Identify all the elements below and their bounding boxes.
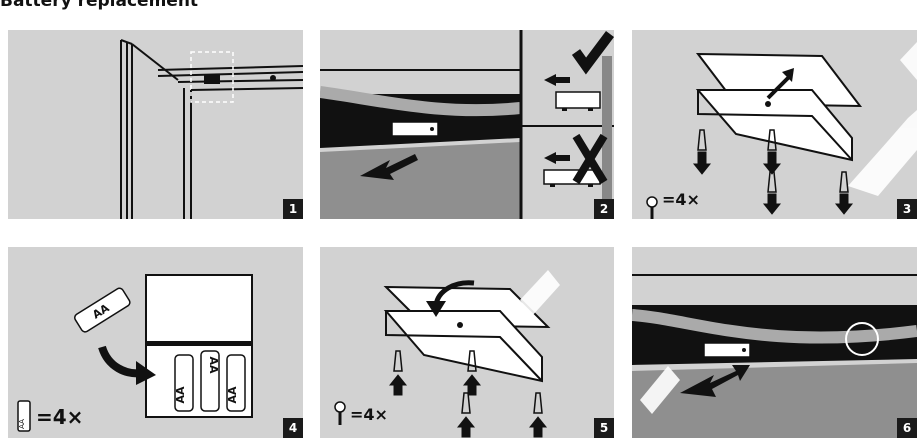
aa-battery-icon: AA bbox=[17, 400, 31, 432]
aa-battery-icon: AA bbox=[74, 287, 131, 333]
step-6-illustration bbox=[632, 274, 917, 438]
check-mark-icon bbox=[571, 31, 614, 75]
step-3-panel: =4× 3 bbox=[632, 30, 917, 219]
receiver-unit bbox=[391, 121, 439, 137]
step-5-number: 5 bbox=[594, 418, 614, 438]
battery-quantity: =4× bbox=[36, 405, 84, 429]
step-2-illustration bbox=[320, 30, 614, 219]
battery-housing bbox=[383, 310, 543, 383]
battery-label: AA bbox=[207, 356, 220, 374]
battery-label: AA bbox=[18, 419, 26, 429]
step-1-number: 1 bbox=[283, 199, 303, 219]
battery-label: AA bbox=[226, 386, 239, 404]
step-1-panel: 1 bbox=[8, 30, 303, 219]
screw-icon bbox=[646, 196, 658, 219]
battery-cover-open bbox=[145, 274, 253, 344]
battery-label: AA bbox=[174, 386, 187, 404]
step-6-panel: 6 bbox=[632, 247, 917, 438]
step-3-number: 3 bbox=[897, 199, 917, 219]
lift-arrow-icon bbox=[782, 68, 794, 82]
screw-icon bbox=[692, 129, 854, 215]
step-5-illustration bbox=[334, 280, 551, 438]
close-arrow-icon bbox=[426, 301, 446, 317]
highlight-box bbox=[190, 51, 234, 103]
aa-battery-icon bbox=[174, 350, 246, 412]
step-2-number: 2 bbox=[594, 199, 614, 219]
step-3-illustration bbox=[646, 52, 863, 219]
insert-arrow-icon bbox=[136, 361, 156, 385]
cross-mark-icon bbox=[572, 133, 608, 185]
page-title: Battery replacement bbox=[0, 0, 199, 11]
step-5-panel: =4× 5 bbox=[320, 247, 614, 438]
screw-quantity: =4× bbox=[350, 405, 388, 424]
step-6-number: 6 bbox=[897, 418, 917, 438]
screw-icon bbox=[334, 401, 346, 425]
step-1-illustration bbox=[120, 39, 303, 219]
step-4-number: 4 bbox=[283, 418, 303, 438]
step-2-panel: 2 bbox=[320, 30, 614, 219]
pull-out-arrow-icon bbox=[360, 154, 418, 180]
screw-quantity: =4× bbox=[662, 190, 700, 209]
step-4-panel: AA AA AA AA AA =4× 4 bbox=[8, 247, 303, 438]
step-4-illustration: AA AA AA AA AA bbox=[17, 274, 253, 432]
push-in-arrow-icon bbox=[680, 365, 750, 397]
receiver-unit bbox=[703, 342, 751, 358]
